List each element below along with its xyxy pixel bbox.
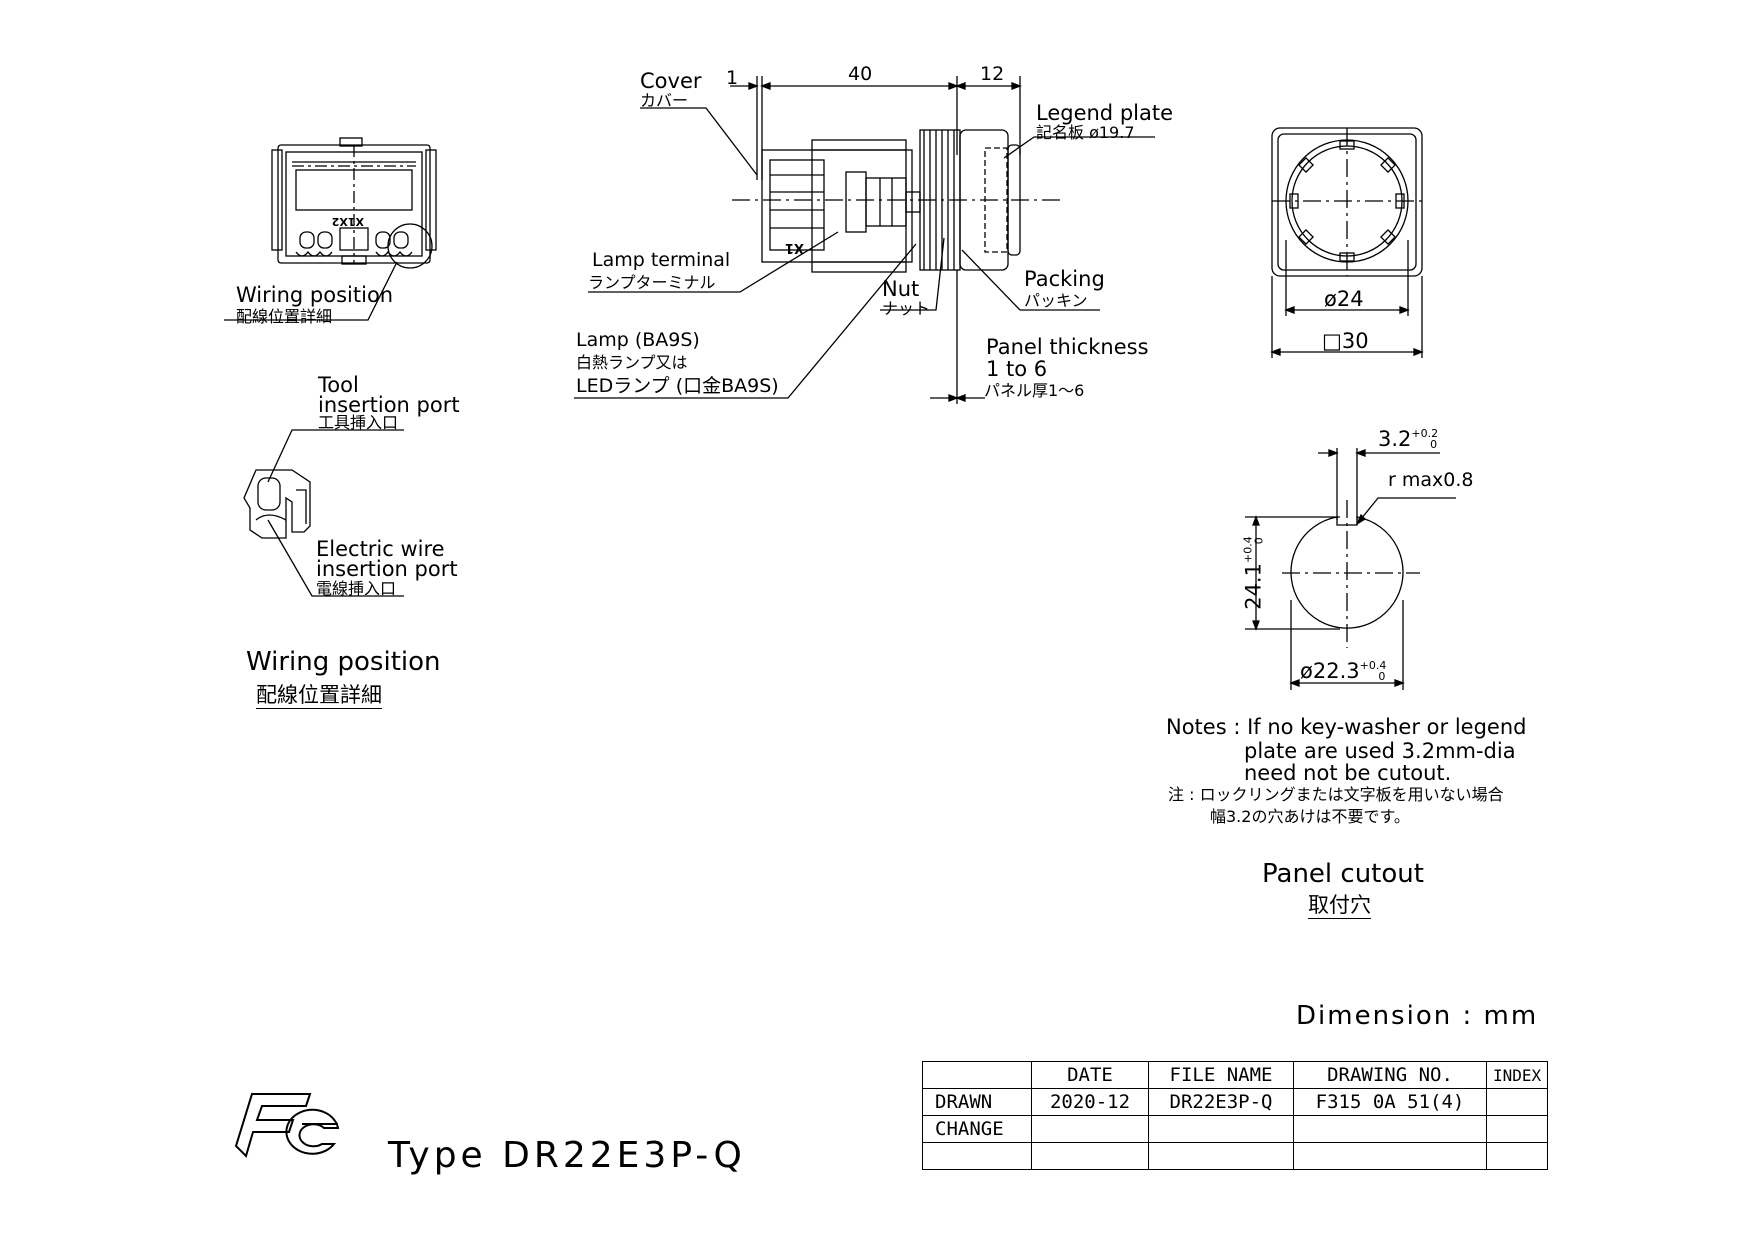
dia24-label: ø24: [1324, 287, 1364, 311]
lamp-front-view: [1270, 127, 1424, 358]
table-cell: [1148, 1142, 1294, 1170]
cutout-diameter-tol-up: +0.4: [1359, 659, 1387, 672]
notes-line-3: need not be cutout.: [1244, 761, 1452, 785]
table-header-cell: INDEX: [1485, 1061, 1549, 1089]
panel-cutout-title-jp: 取付穴: [1308, 893, 1371, 920]
revision-table: DATE FILE NAME DRAWING NO. INDEX DRAWN 2…: [922, 1061, 1549, 1170]
table-cell: [1031, 1142, 1149, 1170]
cover-label-jp: カバー: [640, 91, 689, 110]
lamp-label-jp2: LEDランプ (口金BA9S): [576, 375, 779, 397]
dimension-unit-label: Dimension : mm: [1296, 1001, 1539, 1031]
table-cell: [1293, 1115, 1487, 1143]
table-cell: DR22E3P-Q: [1148, 1088, 1294, 1116]
panel-thickness-label-jp: パネル厚1〜6: [984, 381, 1085, 400]
cutout-height-label: 24.1+0.40: [1241, 536, 1266, 610]
table-row: DRAWN 2020-12 DR22E3P-Q F315 0A 51(4): [922, 1088, 1549, 1116]
lamp-label-jp1: 白熱ランプ又は: [576, 353, 688, 372]
wiring-section-title: Wiring position: [246, 647, 441, 677]
table-cell: [1148, 1115, 1294, 1143]
table-header-cell: [922, 1061, 1032, 1089]
sq30-label: □30: [1322, 329, 1369, 353]
legend-plate-label-jp: 記名板 ø19.7: [1036, 123, 1135, 142]
dim-1: 1: [726, 67, 739, 89]
table-cell: [1485, 1088, 1549, 1116]
wiring-section-title-jp: 配線位置詳細: [256, 683, 382, 710]
cutout-width-label: 3.2+0.20: [1378, 427, 1439, 451]
panel-cutout-title: Panel cutout: [1262, 859, 1424, 889]
terminal-x1-text: X1: [785, 240, 804, 255]
table-cell: [1485, 1115, 1549, 1143]
wire-port-label-jp: 電線挿入口: [316, 579, 397, 598]
fe-logo: [234, 1093, 340, 1158]
table-cell: [922, 1142, 1032, 1170]
table-cell: CHANGE: [922, 1115, 1032, 1143]
panel-thickness-label: Panel thickness: [986, 335, 1149, 359]
panel-thickness-range: 1 to 6: [986, 357, 1048, 381]
cutout-width-value: 3.2: [1378, 427, 1412, 451]
tool-port-label-jp: 工具挿入口: [318, 413, 399, 432]
table-header-cell: DRAWING NO.: [1293, 1061, 1487, 1089]
nut-label: Nut: [882, 277, 920, 301]
notes-line-jp2: 幅3.2の穴あけは不要です。: [1210, 807, 1410, 826]
cutout-height-tol-dn: 0: [1252, 537, 1266, 545]
cutout-width-tol-dn: 0: [1430, 438, 1438, 451]
table-cell: [1293, 1142, 1487, 1170]
table-row: [922, 1142, 1549, 1170]
terminal-sockets: [299, 227, 409, 251]
type-label: Type DR22E3P-Q: [388, 1135, 746, 1176]
cutout-diameter-label: ø22.3+0.40: [1300, 659, 1387, 683]
tool-port-label-1: Tool: [318, 373, 359, 397]
dim-40: 40: [848, 63, 873, 85]
wire-port-sketch: [243, 429, 404, 597]
table-cell: 2020-12: [1031, 1088, 1149, 1116]
notes-line-1: Notes : If no key-washer or legend: [1166, 715, 1527, 739]
table-cell: DRAWN: [922, 1088, 1032, 1116]
cutout-width-tol-up: +0.2: [1411, 427, 1439, 440]
rmax-label: r max0.8: [1388, 469, 1474, 491]
cutout-diameter-value: ø22.3: [1300, 659, 1360, 683]
table-cell: F315 0A 51(4): [1293, 1088, 1487, 1116]
detail-circle: [387, 223, 433, 269]
panel-cutout-view: [1245, 448, 1456, 690]
packing-label: Packing: [1024, 267, 1105, 291]
nut-label-jp: ナット: [882, 299, 931, 318]
tool-port-label-2: insertion port: [318, 393, 460, 417]
table-header-cell: DATE: [1031, 1061, 1149, 1089]
table-cell: [1485, 1142, 1549, 1170]
table-header-cell: FILE NAME: [1148, 1061, 1294, 1089]
notes-line-jp1: 注 : ロックリングまたは文字板を用いない場合: [1168, 785, 1504, 804]
table-row: CHANGE: [922, 1115, 1549, 1143]
packing-label-jp: パッキン: [1024, 291, 1088, 310]
lamp-terminal-label-jp: ランプターミナル: [588, 273, 716, 292]
cutout-diameter-tol-dn: 0: [1378, 670, 1386, 683]
cover-label: Cover: [640, 69, 702, 93]
wiring-position-label-jp: 配線位置詳細: [236, 307, 333, 326]
wire-port-label-2: insertion port: [316, 557, 458, 581]
terminal-top-view: X1X2: [224, 137, 437, 321]
lamp-label: Lamp (BA9S): [576, 329, 700, 351]
lamp-side-view: X1: [574, 76, 1155, 404]
lamp-terminal-label: Lamp terminal: [592, 249, 731, 271]
table-header-row: DATE FILE NAME DRAWING NO. INDEX: [922, 1061, 1549, 1089]
cutout-height-value: 24.1: [1241, 563, 1266, 610]
wire-port-label-1: Electric wire: [316, 537, 445, 561]
terminal-x1x2-text: X1X2: [332, 215, 364, 228]
dim-12: 12: [980, 63, 1005, 85]
notes-line-2: plate are used 3.2mm-dia: [1244, 739, 1516, 763]
table-cell: [1031, 1115, 1149, 1143]
legend-plate-label: Legend plate: [1036, 101, 1174, 125]
wiring-position-label: Wiring position: [236, 283, 394, 307]
